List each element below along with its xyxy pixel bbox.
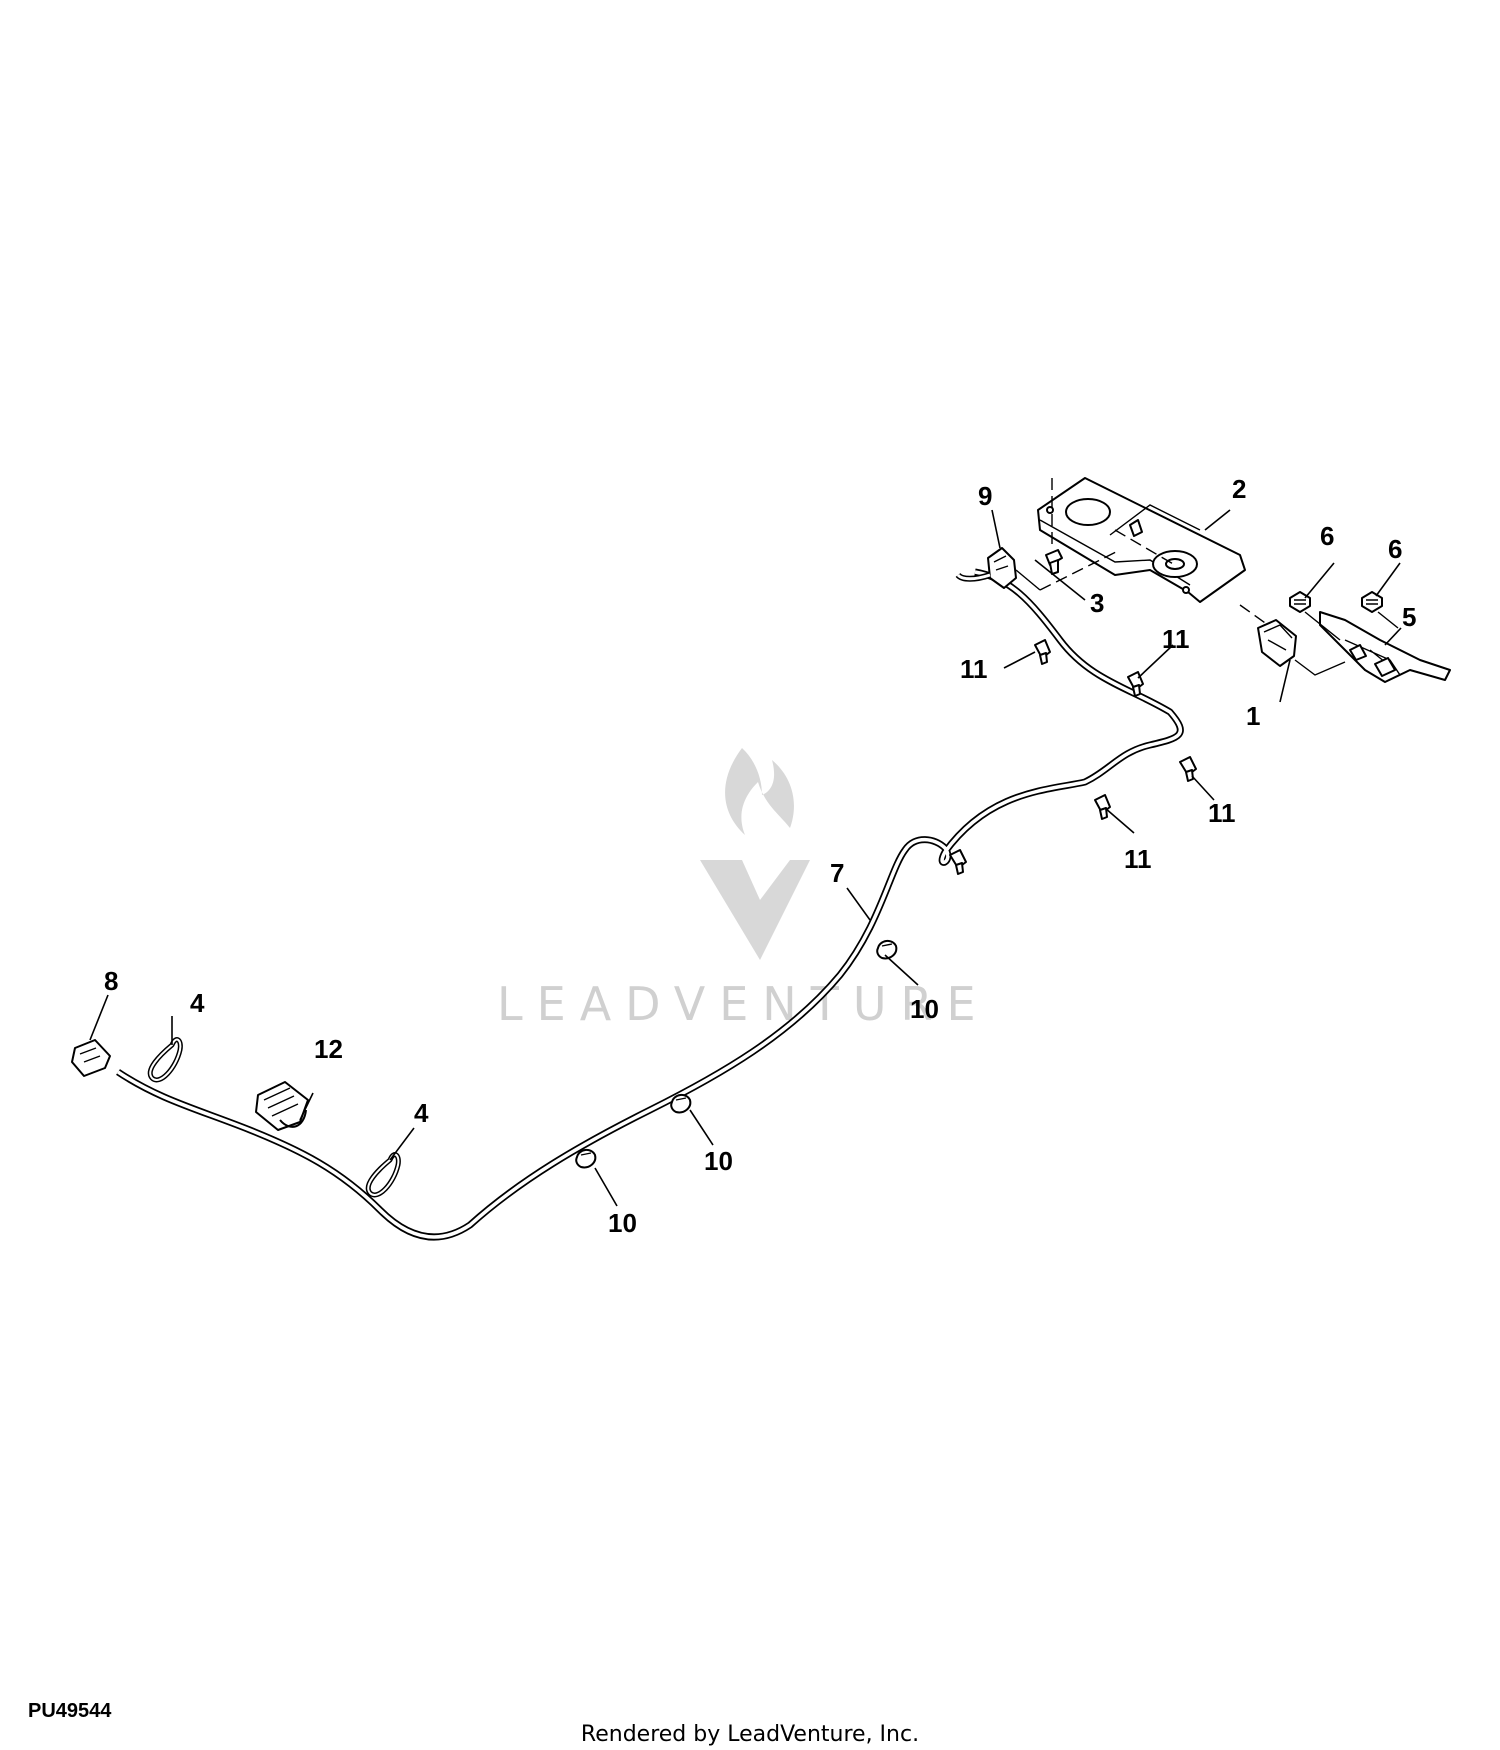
harness-clip-on-wire	[949, 849, 967, 875]
callout-7: 7	[830, 858, 844, 888]
part-5-bracket	[1319, 611, 1451, 683]
leadventure-watermark: LEADVENTURE	[497, 748, 990, 1031]
part-1-switch	[1257, 619, 1297, 667]
render-credit: Rendered by LeadVenture, Inc.	[580, 1722, 920, 1747]
callout-12: 12	[314, 1034, 343, 1064]
part-10-nut-a	[876, 940, 898, 960]
callout-11a: 11	[960, 654, 988, 684]
callout-11c: 11	[1208, 798, 1236, 828]
flame-logo-icon	[725, 748, 794, 835]
part-4-tie-a	[147, 1037, 183, 1083]
callout-11d: 11	[1124, 844, 1152, 874]
v-logo-icon	[700, 860, 810, 960]
part-2-plate	[1037, 477, 1246, 603]
callout-6a: 6	[1320, 521, 1334, 551]
part-4-tie-b	[365, 1152, 401, 1198]
leader-lines	[89, 509, 1402, 1207]
callouts: 1 2 3 4 4 5 6 6 7 8 9 10 10 10 11 11 11 …	[104, 474, 1416, 1238]
callout-6b: 6	[1388, 534, 1402, 564]
part-10-nut-b	[670, 1094, 692, 1114]
callout-11b: 11	[1162, 624, 1190, 654]
callout-1: 1	[1246, 701, 1260, 731]
part-6-nut-b	[1361, 591, 1383, 613]
callout-10b: 10	[704, 1146, 733, 1176]
assembly-lines	[1015, 478, 1399, 676]
watermark-text: LEADVENTURE	[497, 977, 990, 1031]
callout-4a: 4	[190, 988, 205, 1018]
callout-8: 8	[104, 966, 118, 996]
callout-3: 3	[1090, 588, 1104, 618]
part-10-nut-c	[575, 1149, 597, 1169]
callout-10a: 10	[910, 994, 939, 1024]
part-11-clip-c	[1179, 756, 1197, 782]
part-11-clip-d	[1094, 794, 1111, 820]
part-3-screw	[1045, 549, 1063, 575]
wire-harness	[116, 568, 1184, 1241]
callout-5: 5	[1402, 602, 1416, 632]
part-11-clip-a	[1034, 639, 1051, 665]
callout-9: 9	[978, 481, 992, 511]
figure-id: PU49544	[28, 1700, 112, 1722]
callout-10c: 10	[608, 1208, 637, 1238]
callout-4b: 4	[414, 1098, 429, 1128]
part-8-connector	[71, 1039, 111, 1077]
part-9-connector	[955, 547, 1017, 589]
callout-2: 2	[1232, 474, 1246, 504]
part-12-clip	[255, 1081, 309, 1131]
